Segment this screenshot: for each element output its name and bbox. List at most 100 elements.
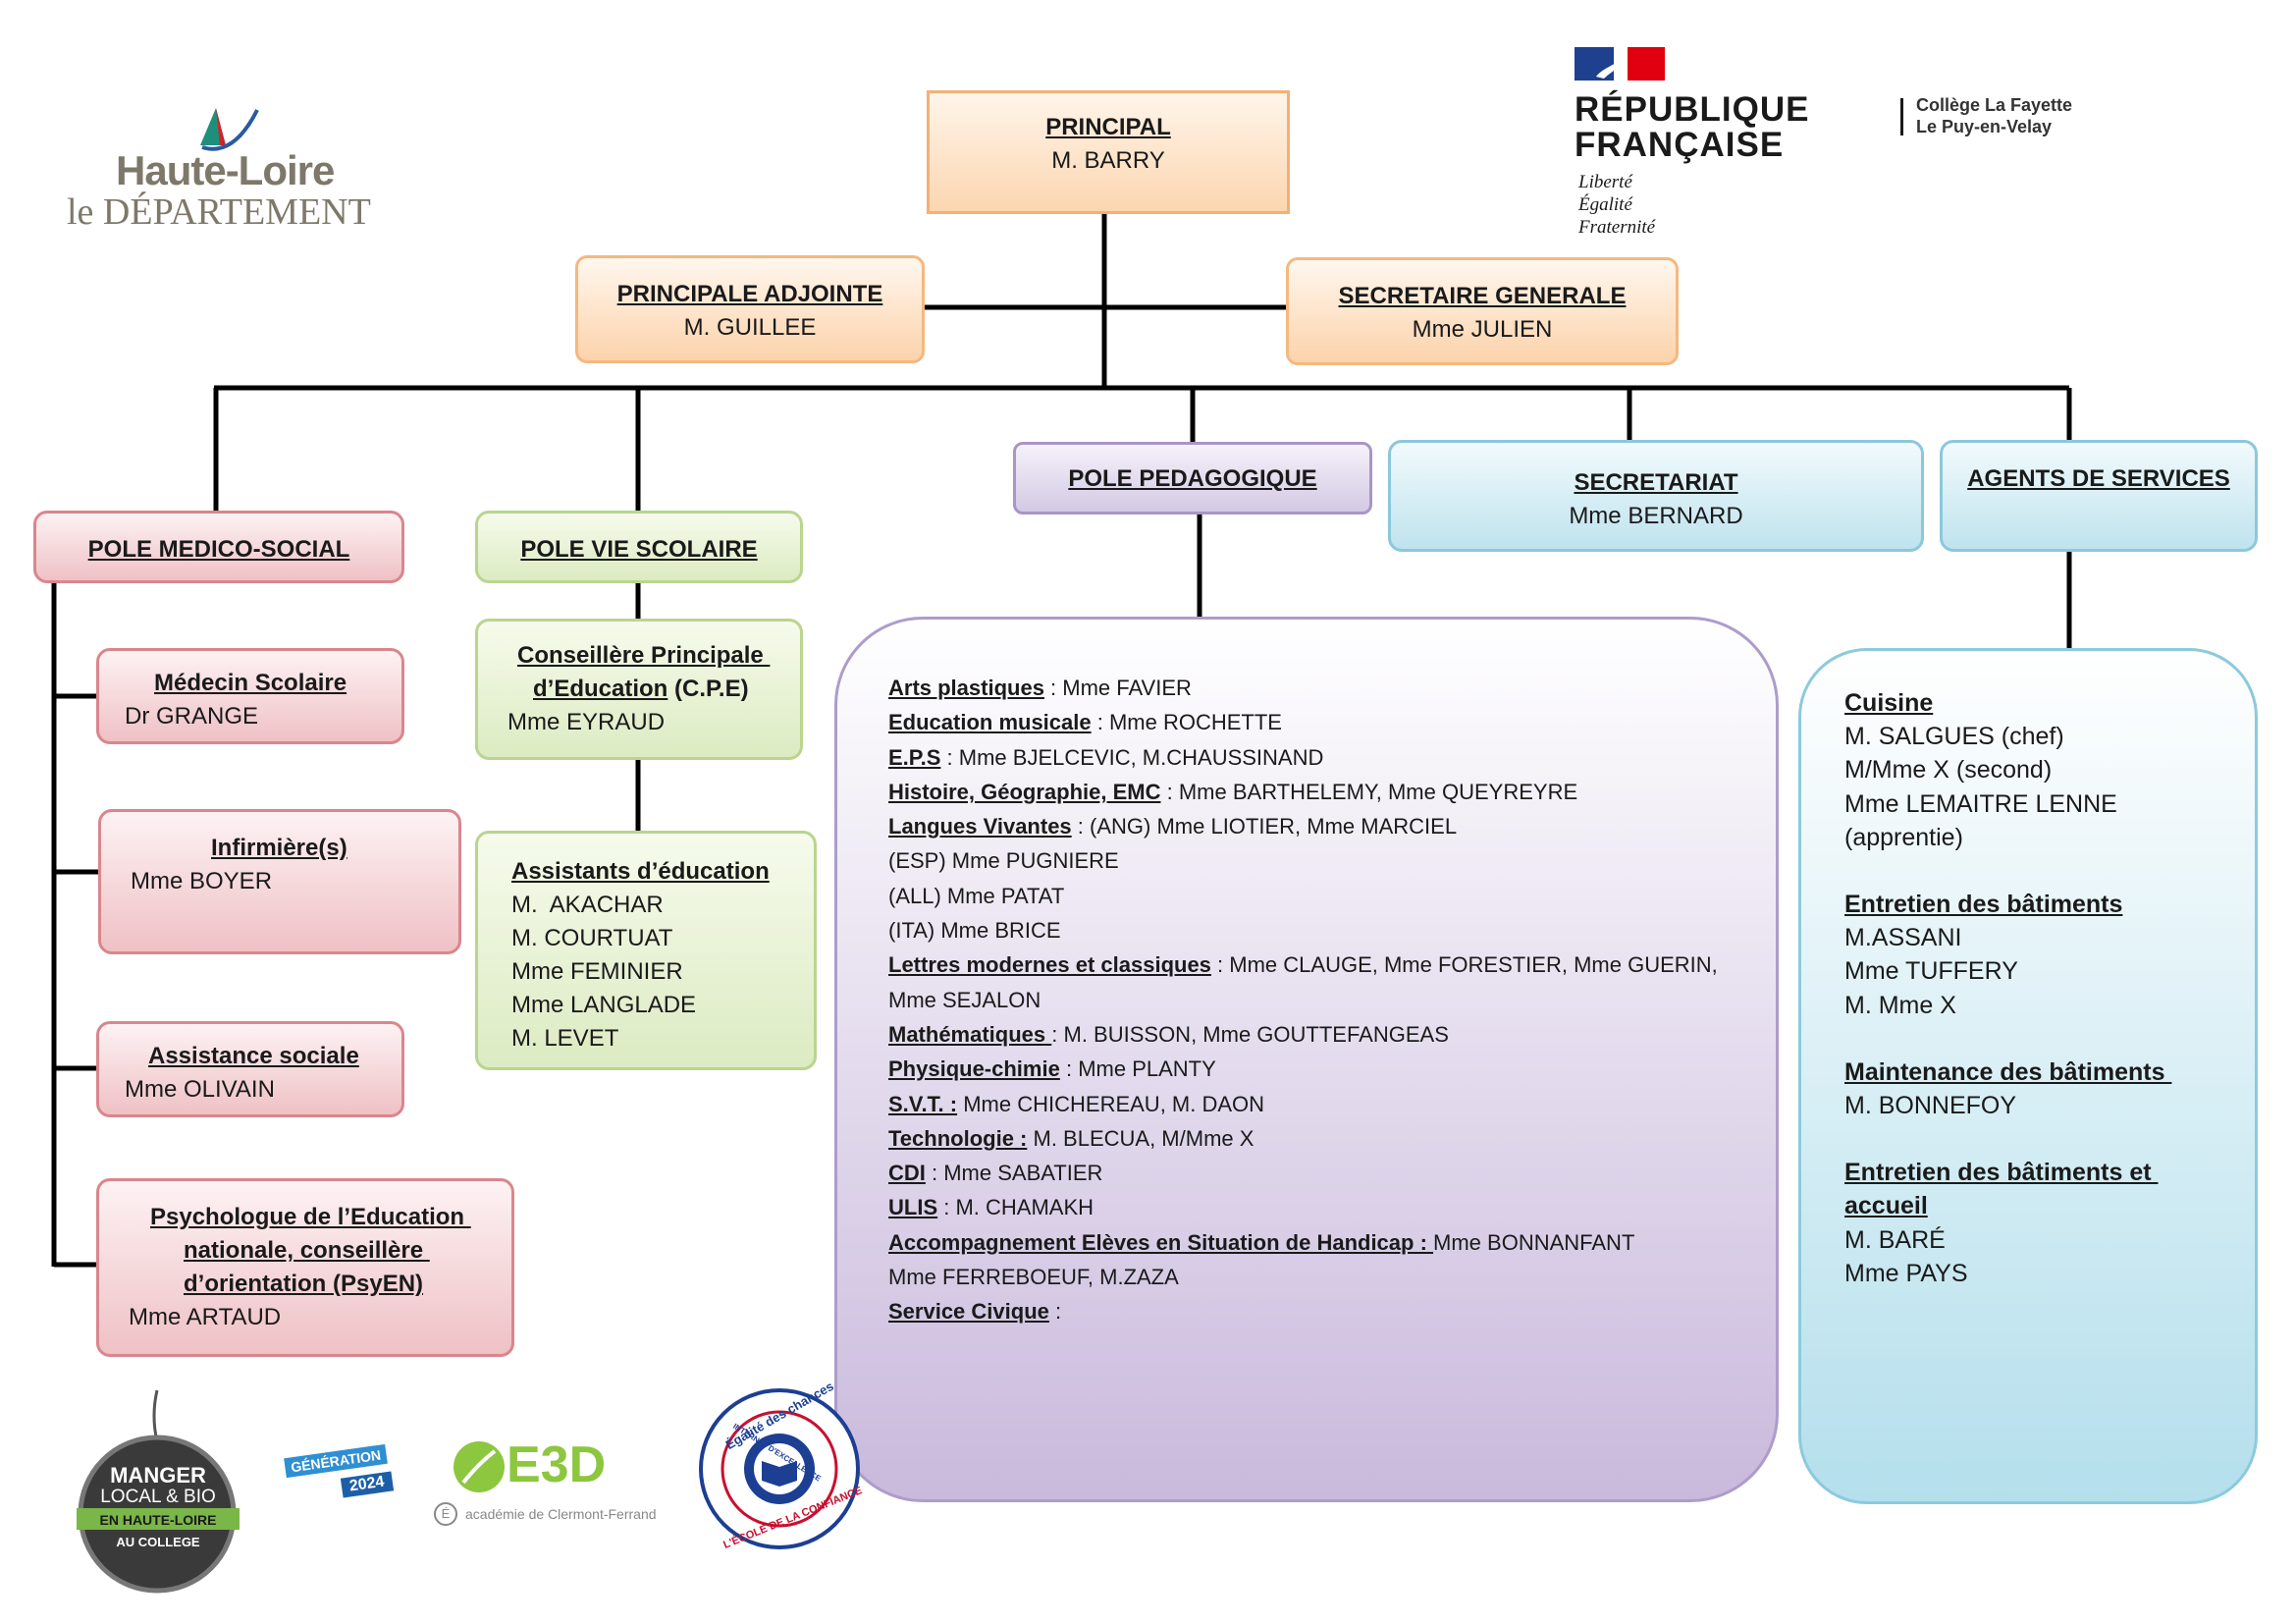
teacher-names: Mme CHICHEREAU, M. DAON [963, 1091, 1265, 1116]
principale-adjointe-title: PRINCIPALE ADJOINTE [616, 281, 883, 307]
entretien-name: Mme TUFFERY [1844, 957, 2018, 986]
cuisine-title: Cuisine [1844, 689, 1934, 717]
pedagogique-row: Mathématiques : M. BUISSON, Mme GOUTTEFA… [888, 1017, 1776, 1052]
pedagogique-row: Mme FERREBOEUF, M.ZAZA [888, 1260, 1776, 1294]
manger-local-line4: AU COLLEGE [116, 1535, 200, 1549]
marianne-flag-icon [1575, 47, 1665, 81]
motto-liberte: Liberté [1578, 172, 1632, 192]
college-name: Collège La Fayette Le Puy-en-Velay [1916, 94, 2072, 137]
republique-line1: RÉPUBLIQUE [1575, 90, 1810, 129]
e3d-copyright-icon: É [434, 1502, 457, 1526]
assistance-sociale-box: Assistance sociale Mme OLIVAIN [96, 1021, 404, 1117]
agents-services-box: AGENTS DE SERVICES [1940, 440, 2258, 552]
pole-vie-scolaire-title: POLE VIE SCOLAIRE [520, 536, 758, 563]
psyen-title-line3: d’orientation (PsyEN) [184, 1271, 424, 1297]
generation-year: 2024 [340, 1471, 394, 1498]
aed-name: Mme FEMINIER [511, 958, 683, 985]
teacher-names: (ANG) Mme LIOTIER, Mme MARCIEL [1090, 814, 1458, 839]
e3d-name: E3D [507, 1436, 607, 1493]
motto-fraternite: Fraternité [1578, 217, 1656, 238]
cpe-name: Mme EYRAUD [507, 709, 666, 735]
secretariat-name: Mme BERNARD [1569, 503, 1743, 529]
pole-pedagogique-box: POLE PEDAGOGIQUE [1013, 442, 1372, 514]
infirmiere-box: Infirmière(s) Mme BOYER [98, 809, 461, 954]
pedagogique-row: Technologie : M. BLECUA, M/Mme X [888, 1121, 1776, 1156]
infirmiere-title: Infirmière(s) [211, 835, 347, 861]
row-separator: : [1160, 779, 1179, 804]
pedagogique-row: Education musicale : Mme ROCHETTE [888, 705, 1776, 739]
republique-francaise-logo: RÉPUBLIQUE FRANÇAISE Liberté Égalité Fra… [1575, 47, 1830, 244]
discipline-label: E.P.S [888, 744, 941, 770]
manger-local-bio-logo: MANGER LOCAL & BIO EN HAUTE-LOIRE AU COL… [69, 1386, 247, 1602]
manger-local-line1: MANGER [110, 1463, 206, 1488]
pedagogique-row: Langues Vivantes : (ANG) Mme LIOTIER, Mm… [888, 809, 1776, 843]
row-separator: : [1059, 1056, 1079, 1082]
principal-name: M. BARRY [1051, 147, 1165, 174]
secretaire-generale-title: SECRETAIRE GENERALE [1338, 283, 1627, 309]
secretariat-title: SECRETARIAT [1574, 469, 1738, 496]
haute-loire-emblem-icon [200, 108, 259, 151]
assistants-education-box: Assistants d’éducation M. AKACHAR M. COU… [475, 831, 817, 1070]
college-name-divider [1900, 98, 1903, 135]
pedagogique-row: S.V.T. : Mme CHICHEREAU, M. DAON [888, 1087, 1776, 1121]
entretien-accueil-title-line1: Entretien des bâtiments et [1844, 1159, 2159, 1187]
entretien-name: M. Mme X [1844, 991, 1956, 1019]
pedagogique-row: Lettres modernes et classiques : Mme CLA… [888, 947, 1776, 982]
maintenance-title: Maintenance des bâtiments [1844, 1057, 2172, 1086]
discipline-label: Lettres modernes et classiques [888, 952, 1211, 978]
principal-title: PRINCIPAL [1045, 114, 1171, 140]
pedagogique-row: Mme SEJALON [888, 983, 1776, 1017]
discipline-label: Histoire, Géographie, EMC [888, 779, 1161, 804]
row-separator: : [1091, 710, 1109, 735]
manger-local-badge-icon [77, 1389, 240, 1594]
teacher-names: (ESP) Mme PUGNIERE [888, 848, 1119, 874]
principal-box: PRINCIPAL M. BARRY [927, 90, 1290, 214]
discipline-label: S.V.T. : [888, 1091, 958, 1116]
teacher-names: (ITA) Mme BRICE [888, 918, 1061, 944]
cuisine-name: M/Mme X (second) [1844, 756, 2053, 785]
row-separator: : [1210, 952, 1230, 978]
cpe-box: Conseillère Principale d’Education (C.P.… [475, 619, 803, 760]
discipline-label: Mathématiques [888, 1021, 1052, 1047]
cuisine-name: M. SALGUES (chef) [1844, 723, 2064, 751]
leaf-icon [454, 1441, 505, 1492]
cuisine-name: (apprentie) [1844, 823, 1963, 851]
e3d-logo: E3D académie de Clermont-Ferrand É [430, 1434, 657, 1532]
teacher-names: Mme CLAUGE, Mme FORESTIER, Mme GUERIN, [1229, 952, 1718, 978]
cpe-title-line2b: (C.P.E) [667, 676, 749, 702]
secretaire-generale-box: SECRETAIRE GENERALE Mme JULIEN [1286, 257, 1679, 365]
entretien-name: M.ASSANI [1844, 924, 1962, 952]
cpe-title-line2: d’Education (C.P.E) [507, 673, 800, 706]
discipline-label: ULIS [888, 1195, 938, 1220]
generation-2024-logo: GÉNÉRATION 2024 [284, 1443, 402, 1502]
discipline-label: Physique-chimie [888, 1056, 1060, 1082]
entretien-accueil-name: M. BARÉ [1844, 1225, 1946, 1254]
pedagogique-row: Arts plastiques : Mme FAVIER [888, 671, 1776, 705]
agents-services-staff-box: Cuisine M. SALGUES (chef) M/Mme X (secon… [1798, 648, 2258, 1504]
manger-local-line2: LOCAL & BIO [100, 1487, 216, 1507]
discipline-label: Education musicale [888, 710, 1092, 735]
teacher-names: Mme FAVIER [1062, 676, 1192, 700]
row-separator: : [925, 1161, 944, 1186]
agents-services-title: AGENTS DE SERVICES [1967, 465, 2230, 492]
aed-name: M. LEVET [511, 1025, 619, 1052]
discipline-label: Langues Vivantes [888, 814, 1072, 839]
motto-egalite: Égalité [1578, 194, 1632, 215]
aed-name: M. COURTUAT [511, 925, 673, 951]
teacher-names: Mme SABATIER [943, 1161, 1103, 1186]
pedagogique-row: CDI : Mme SABATIER [888, 1156, 1776, 1190]
teacher-names: Mme BARTHELEMY, Mme QUEYREYRE [1178, 779, 1578, 804]
secretaire-generale-name: Mme JULIEN [1412, 316, 1553, 343]
row-separator: : [1048, 1299, 1068, 1325]
assistance-sociale-name: Mme OLIVAIN [125, 1076, 275, 1103]
row-separator: : [940, 744, 959, 770]
cpe-title-line2a: d’Education [533, 676, 668, 702]
discipline-label: CDI [888, 1161, 926, 1186]
entretien-title: Entretien des bâtiments [1844, 891, 2123, 919]
college-name-line1: Collège La Fayette [1916, 95, 2073, 115]
pedagogique-row: (ESP) Mme PUGNIERE [888, 843, 1776, 878]
medecin-scolaire-title: Médecin Scolaire [154, 670, 347, 696]
e3d-academie: académie de Clermont-Ferrand [465, 1506, 657, 1522]
pedagogique-row: Service Civique : [888, 1294, 1776, 1328]
